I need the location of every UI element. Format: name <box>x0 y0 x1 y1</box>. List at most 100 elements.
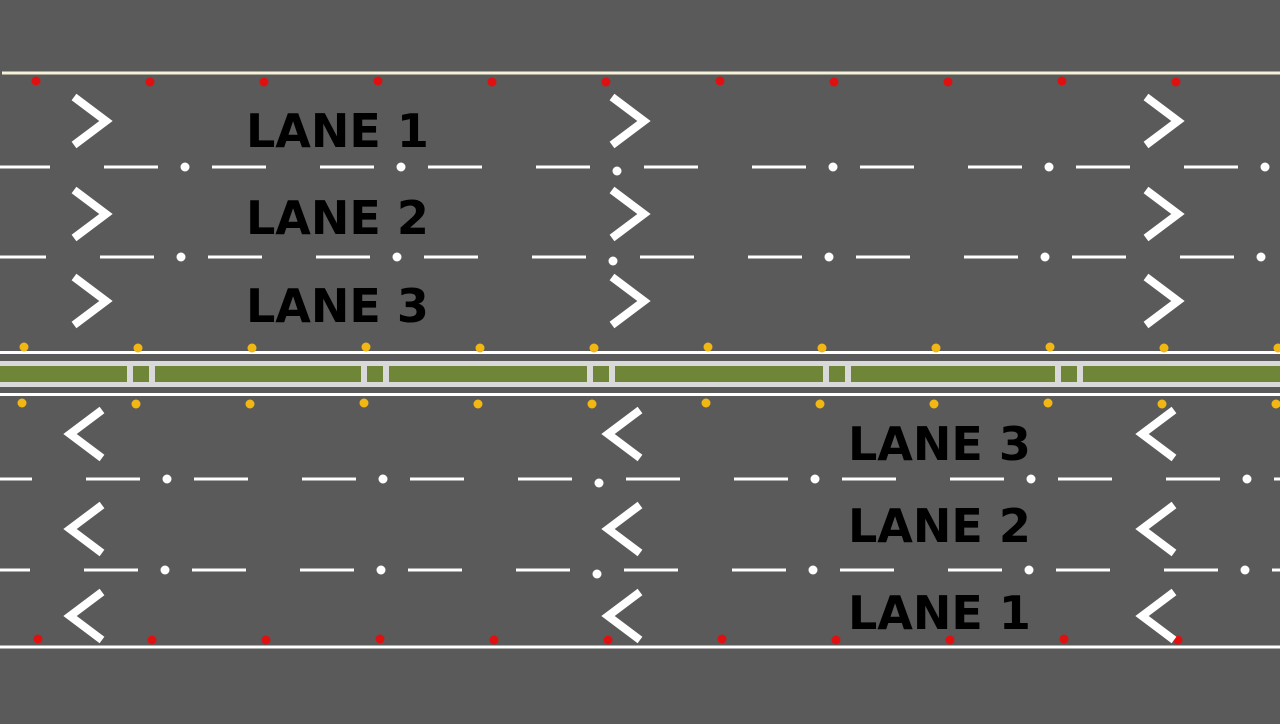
barrier-post <box>127 361 133 387</box>
eb-divider-2-dot <box>1041 253 1050 262</box>
eb-divider-1-dot <box>181 163 190 172</box>
eb-divider-1-dot <box>1261 163 1270 172</box>
chevron-left-icon <box>70 505 102 553</box>
wb-divider-1-dot <box>1027 475 1036 484</box>
wb-divider-1-dot <box>379 475 388 484</box>
amber-reflector <box>816 400 825 409</box>
eb-divider-1-dot <box>397 163 406 172</box>
barrier-post <box>149 361 155 387</box>
chevron-right-icon <box>74 97 106 145</box>
barrier-post <box>361 361 367 387</box>
median-line-bottom <box>0 393 1280 396</box>
chevron-right-icon <box>1146 190 1178 238</box>
reflectors <box>18 77 1280 645</box>
red-reflector <box>148 636 157 645</box>
westbound-lane-1-label: LANE 1 <box>848 590 1031 636</box>
median <box>0 351 1280 396</box>
edge-lines <box>0 73 1280 647</box>
chevron-right-icon <box>1146 97 1178 145</box>
westbound-lane-2-label: LANE 2 <box>848 503 1031 549</box>
amber-reflector <box>360 399 369 408</box>
median-grass <box>0 366 1280 382</box>
chevron-right-icon <box>74 190 106 238</box>
eb-divider-1-dot <box>1045 163 1054 172</box>
wb-divider-2-dot <box>809 566 818 575</box>
red-reflector <box>1058 77 1067 86</box>
red-reflector <box>490 636 499 645</box>
eb-divider-2-dot <box>177 253 186 262</box>
red-reflector <box>146 78 155 87</box>
red-reflector <box>604 636 613 645</box>
red-reflector <box>830 78 839 87</box>
chevron-right-icon <box>74 277 106 325</box>
amber-reflector <box>1046 343 1055 352</box>
red-reflector <box>1060 635 1069 644</box>
barrier-post <box>587 361 593 387</box>
chevron-left-icon <box>608 592 640 640</box>
chevron-left-icon <box>1142 592 1174 640</box>
chevron-left-icon <box>70 410 102 458</box>
wb-divider-2-dot <box>1025 566 1034 575</box>
barrier-post <box>1055 361 1061 387</box>
chevron-left-icon <box>1142 410 1174 458</box>
amber-reflector <box>590 344 599 353</box>
barrier-post <box>383 361 389 387</box>
amber-reflector <box>702 399 711 408</box>
red-reflector <box>718 635 727 644</box>
red-reflector <box>32 77 41 86</box>
barrier-post <box>609 361 615 387</box>
eb-divider-2-dot <box>825 253 834 262</box>
amber-reflector <box>1044 399 1053 408</box>
barrier-post <box>1077 361 1083 387</box>
eastbound-lane-2-label: LANE 2 <box>246 195 429 241</box>
red-reflector <box>488 78 497 87</box>
red-reflector <box>376 635 385 644</box>
wb-divider-2-dot <box>377 566 386 575</box>
amber-reflector <box>818 344 827 353</box>
red-reflector <box>260 78 269 87</box>
red-reflector <box>716 77 725 86</box>
chevron-right-icon <box>612 277 644 325</box>
wb-divider-1-dot <box>1243 475 1252 484</box>
eb-divider-1-dot <box>829 163 838 172</box>
amber-reflector <box>132 400 141 409</box>
amber-reflector <box>932 344 941 353</box>
chevron-left-icon <box>70 592 102 640</box>
amber-reflector <box>1272 400 1280 409</box>
red-reflector <box>602 78 611 87</box>
chevron-left-icon <box>608 505 640 553</box>
chevron-left-icon <box>1142 505 1174 553</box>
eastbound-lane-1-label: LANE 1 <box>246 108 429 154</box>
amber-reflector <box>1160 344 1169 353</box>
chevron-right-icon <box>612 190 644 238</box>
red-reflector <box>832 636 841 645</box>
eb-divider-1-dot <box>613 167 622 176</box>
amber-reflector <box>930 400 939 409</box>
eb-divider-2-dot <box>393 253 402 262</box>
westbound-lane-3-label: LANE 3 <box>848 421 1031 467</box>
barrier-post <box>823 361 829 387</box>
eb-divider-2-dot <box>1257 253 1266 262</box>
amber-reflector <box>134 344 143 353</box>
wb-divider-1-dot <box>163 475 172 484</box>
chevron-left-icon <box>608 410 640 458</box>
red-reflector <box>374 77 383 86</box>
eastbound-lane-3-label: LANE 3 <box>246 283 429 329</box>
wb-divider-1-dot <box>811 475 820 484</box>
red-reflector <box>34 635 43 644</box>
red-reflector <box>262 636 271 645</box>
amber-reflector <box>20 343 29 352</box>
wb-divider-2-dot <box>593 570 602 579</box>
wb-divider-2-dot <box>161 566 170 575</box>
chevron-right-icon <box>612 97 644 145</box>
red-reflector <box>1172 78 1181 87</box>
amber-reflector <box>18 399 27 408</box>
barrier-post <box>845 361 851 387</box>
amber-reflector <box>246 400 255 409</box>
wb-divider-1-dot <box>595 479 604 488</box>
wb-divider-2-dot <box>1241 566 1250 575</box>
amber-reflector <box>474 400 483 409</box>
amber-reflector <box>476 344 485 353</box>
